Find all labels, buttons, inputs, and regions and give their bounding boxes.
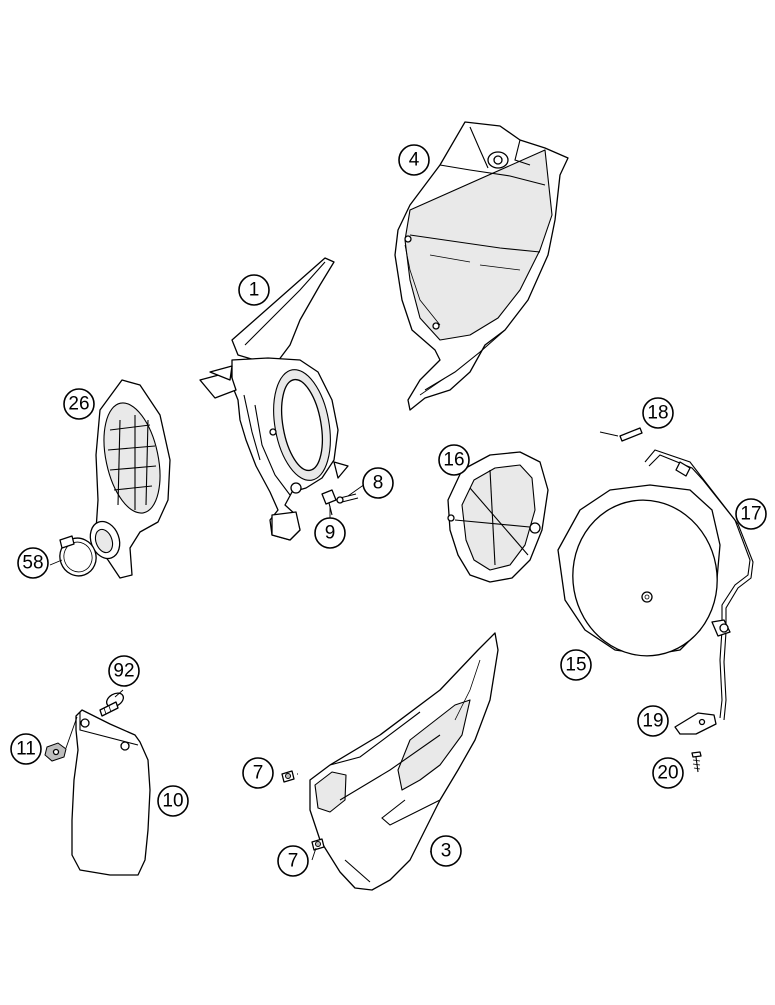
svg-text:92: 92 [113, 661, 134, 682]
callout-7-lower: 7 [277, 845, 309, 877]
callout-16: 16 [438, 444, 470, 476]
callout-20: 20 [652, 757, 684, 789]
callout-9: 9 [314, 517, 346, 549]
callout-58: 58 [17, 547, 49, 579]
svg-text:18: 18 [647, 403, 668, 424]
svg-text:7: 7 [288, 851, 299, 872]
callout-26: 26 [63, 388, 95, 420]
part-1-filter-housing [199, 257, 349, 541]
part-4-airbox-upper [394, 121, 569, 411]
leader-11 [65, 716, 78, 749]
callout-17: 17 [735, 498, 767, 530]
part-58-hose-clamp [59, 535, 97, 577]
part-9-clip [321, 489, 337, 516]
svg-text:58: 58 [22, 553, 43, 574]
callout-8: 8 [362, 467, 394, 499]
leader-18 [599, 431, 619, 437]
svg-text:8: 8 [373, 473, 384, 494]
part-17-filter-holder [644, 449, 754, 721]
callout-10: 10 [157, 785, 189, 817]
svg-text:16: 16 [443, 450, 464, 471]
part-7-screw-upper [281, 770, 295, 783]
part-26-air-boot [89, 379, 171, 579]
callout-4: 4 [398, 144, 430, 176]
leader-7b [311, 847, 317, 861]
svg-text:9: 9 [325, 523, 336, 544]
svg-text:3: 3 [441, 841, 452, 862]
leader-92 [114, 689, 124, 698]
leader-58 [49, 559, 63, 566]
part-19-bracket [674, 712, 717, 735]
svg-text:7: 7 [253, 763, 264, 784]
svg-text:15: 15 [565, 655, 586, 676]
callout-3: 3 [430, 835, 462, 867]
part-92-bolt [99, 692, 125, 717]
part-7-screw-lower [311, 838, 325, 851]
svg-text:26: 26 [68, 394, 89, 415]
part-10-mud-flap [71, 709, 151, 876]
leader-8 [347, 483, 366, 497]
svg-text:10: 10 [162, 791, 183, 812]
callout-92: 92 [108, 655, 140, 687]
svg-text:17: 17 [740, 504, 761, 525]
svg-text:1: 1 [249, 280, 260, 301]
part-18-pin [619, 427, 643, 442]
part-8-screw [336, 493, 359, 504]
callout-19: 19 [637, 705, 669, 737]
part-20-screw [691, 751, 702, 773]
part-11-nut [44, 742, 67, 762]
part-15-air-filter [557, 484, 721, 657]
callout-15: 15 [560, 649, 592, 681]
svg-text:4: 4 [409, 150, 420, 171]
svg-text:11: 11 [16, 739, 36, 760]
callout-11: 11 [10, 733, 42, 765]
part-16-filter-cage [447, 451, 549, 583]
svg-text:19: 19 [642, 711, 663, 732]
svg-text:20: 20 [657, 763, 678, 784]
callout-18: 18 [642, 397, 674, 429]
callout-7-upper: 7 [242, 757, 274, 789]
part-3-side-cover [309, 632, 499, 891]
callout-1: 1 [238, 274, 270, 306]
